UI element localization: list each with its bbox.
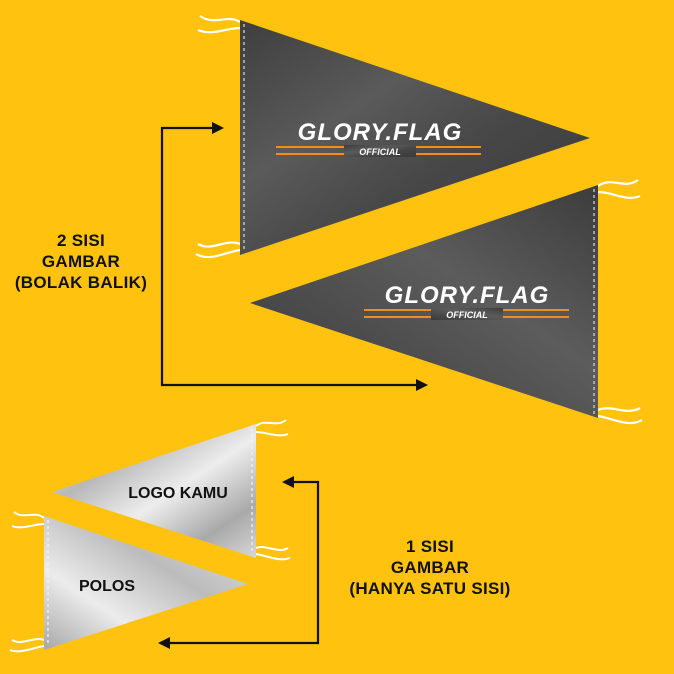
silver-pennant-back: POLOS (9, 511, 248, 653)
string-tie-icon (9, 638, 45, 653)
single-side-label-line: (HANYA SATU SISI) (349, 579, 511, 598)
silver-pennant-front: LOGO KAMU (52, 419, 291, 561)
double-side-bracket-arrow (160, 126, 420, 387)
string-tie-icon (11, 511, 45, 529)
bottom-dark-pennant: GLORY.FLAG OFFICIAL (250, 179, 643, 425)
double-side-label-line: GAMBAR (41, 252, 121, 271)
arrow-head-icon (282, 476, 294, 488)
string-tie-icon (255, 419, 289, 437)
double-side-label-line: (BOLAK BALIK) (14, 273, 148, 292)
bottom-logo-text: GLORY.FLAG (385, 282, 550, 309)
single-side-label-line: GAMBAR (390, 558, 470, 577)
top-logo-subtext: OFFICIAL (359, 147, 401, 157)
top-dark-pennant: GLORY.FLAG OFFICIAL (195, 15, 590, 259)
arrow-head-icon (158, 637, 170, 649)
bottom-logo-subtext: OFFICIAL (446, 310, 488, 320)
arrow-head-icon (212, 122, 224, 134)
front-logo-placeholder: LOGO KAMU (128, 485, 228, 502)
string-tie-icon (197, 15, 241, 34)
arrow-head-icon (416, 379, 428, 391)
string-tie-icon (195, 241, 241, 259)
double-side-label-line: 2 SISI (56, 231, 106, 250)
single-side-label-line: 1 SISI (405, 537, 455, 556)
single-side-bracket-arrow (168, 480, 320, 645)
top-logo-text: GLORY.FLAG (298, 119, 463, 146)
string-tie-icon (597, 407, 643, 425)
single-side-label: 1 SISI GAMBAR (HANYA SATU SISI) (330, 536, 530, 599)
back-plain-text: POLOS (79, 578, 135, 595)
double-side-label: 2 SISI GAMBAR (BOLAK BALIK) (0, 230, 162, 293)
string-tie-icon (255, 546, 291, 561)
string-tie-icon (597, 179, 641, 200)
